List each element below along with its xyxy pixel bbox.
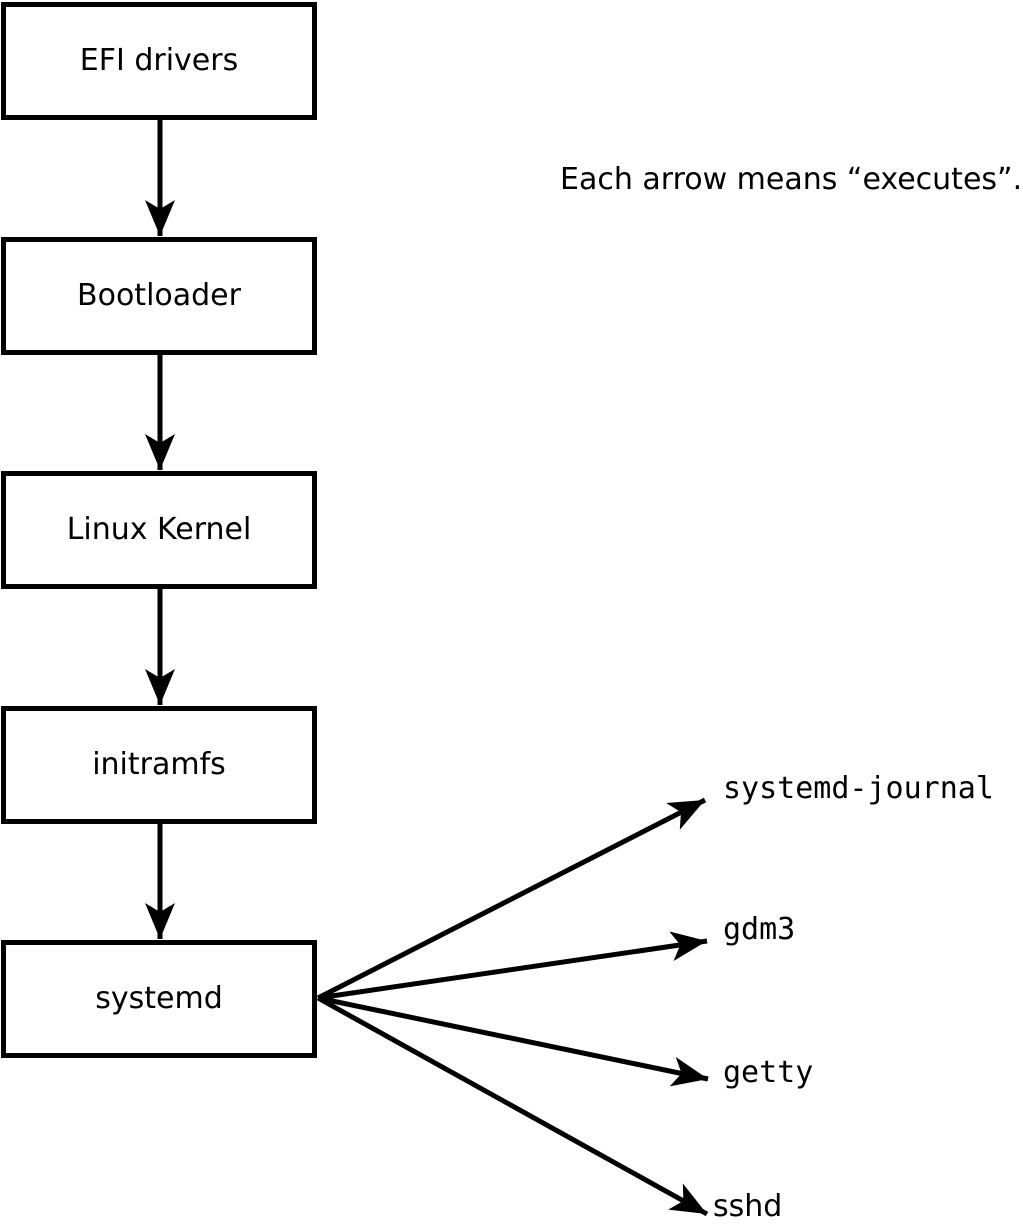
- arrow-systemd-to-getty: [317, 995, 709, 1087]
- arrow-systemd-to-gdm3: [317, 931, 708, 1001]
- box-label: Bootloader: [77, 278, 241, 313]
- box-efi-drivers: EFI drivers: [1, 2, 317, 120]
- box-label: initramfs: [92, 747, 226, 782]
- box-label: systemd: [95, 981, 223, 1016]
- box-linux-kernel: Linux Kernel: [1, 471, 317, 589]
- label-systemd-journal: systemd-journal: [723, 771, 994, 806]
- box-systemd: systemd: [1, 940, 317, 1058]
- arrow-systemd-to-sshd: [316, 995, 709, 1217]
- label-gdm3: gdm3: [723, 912, 796, 947]
- label-getty: getty: [723, 1055, 814, 1090]
- label-sshd: sshd: [713, 1189, 783, 1224]
- note-arrow-meaning: Each arrow means “executes”.: [560, 162, 1023, 197]
- box-label: Linux Kernel: [66, 512, 252, 547]
- box-initramfs: initramfs: [1, 706, 317, 824]
- box-label: EFI drivers: [79, 43, 239, 78]
- box-bootloader: Bootloader: [1, 237, 317, 355]
- arrow-systemd-to-systemd-journal: [316, 797, 707, 1001]
